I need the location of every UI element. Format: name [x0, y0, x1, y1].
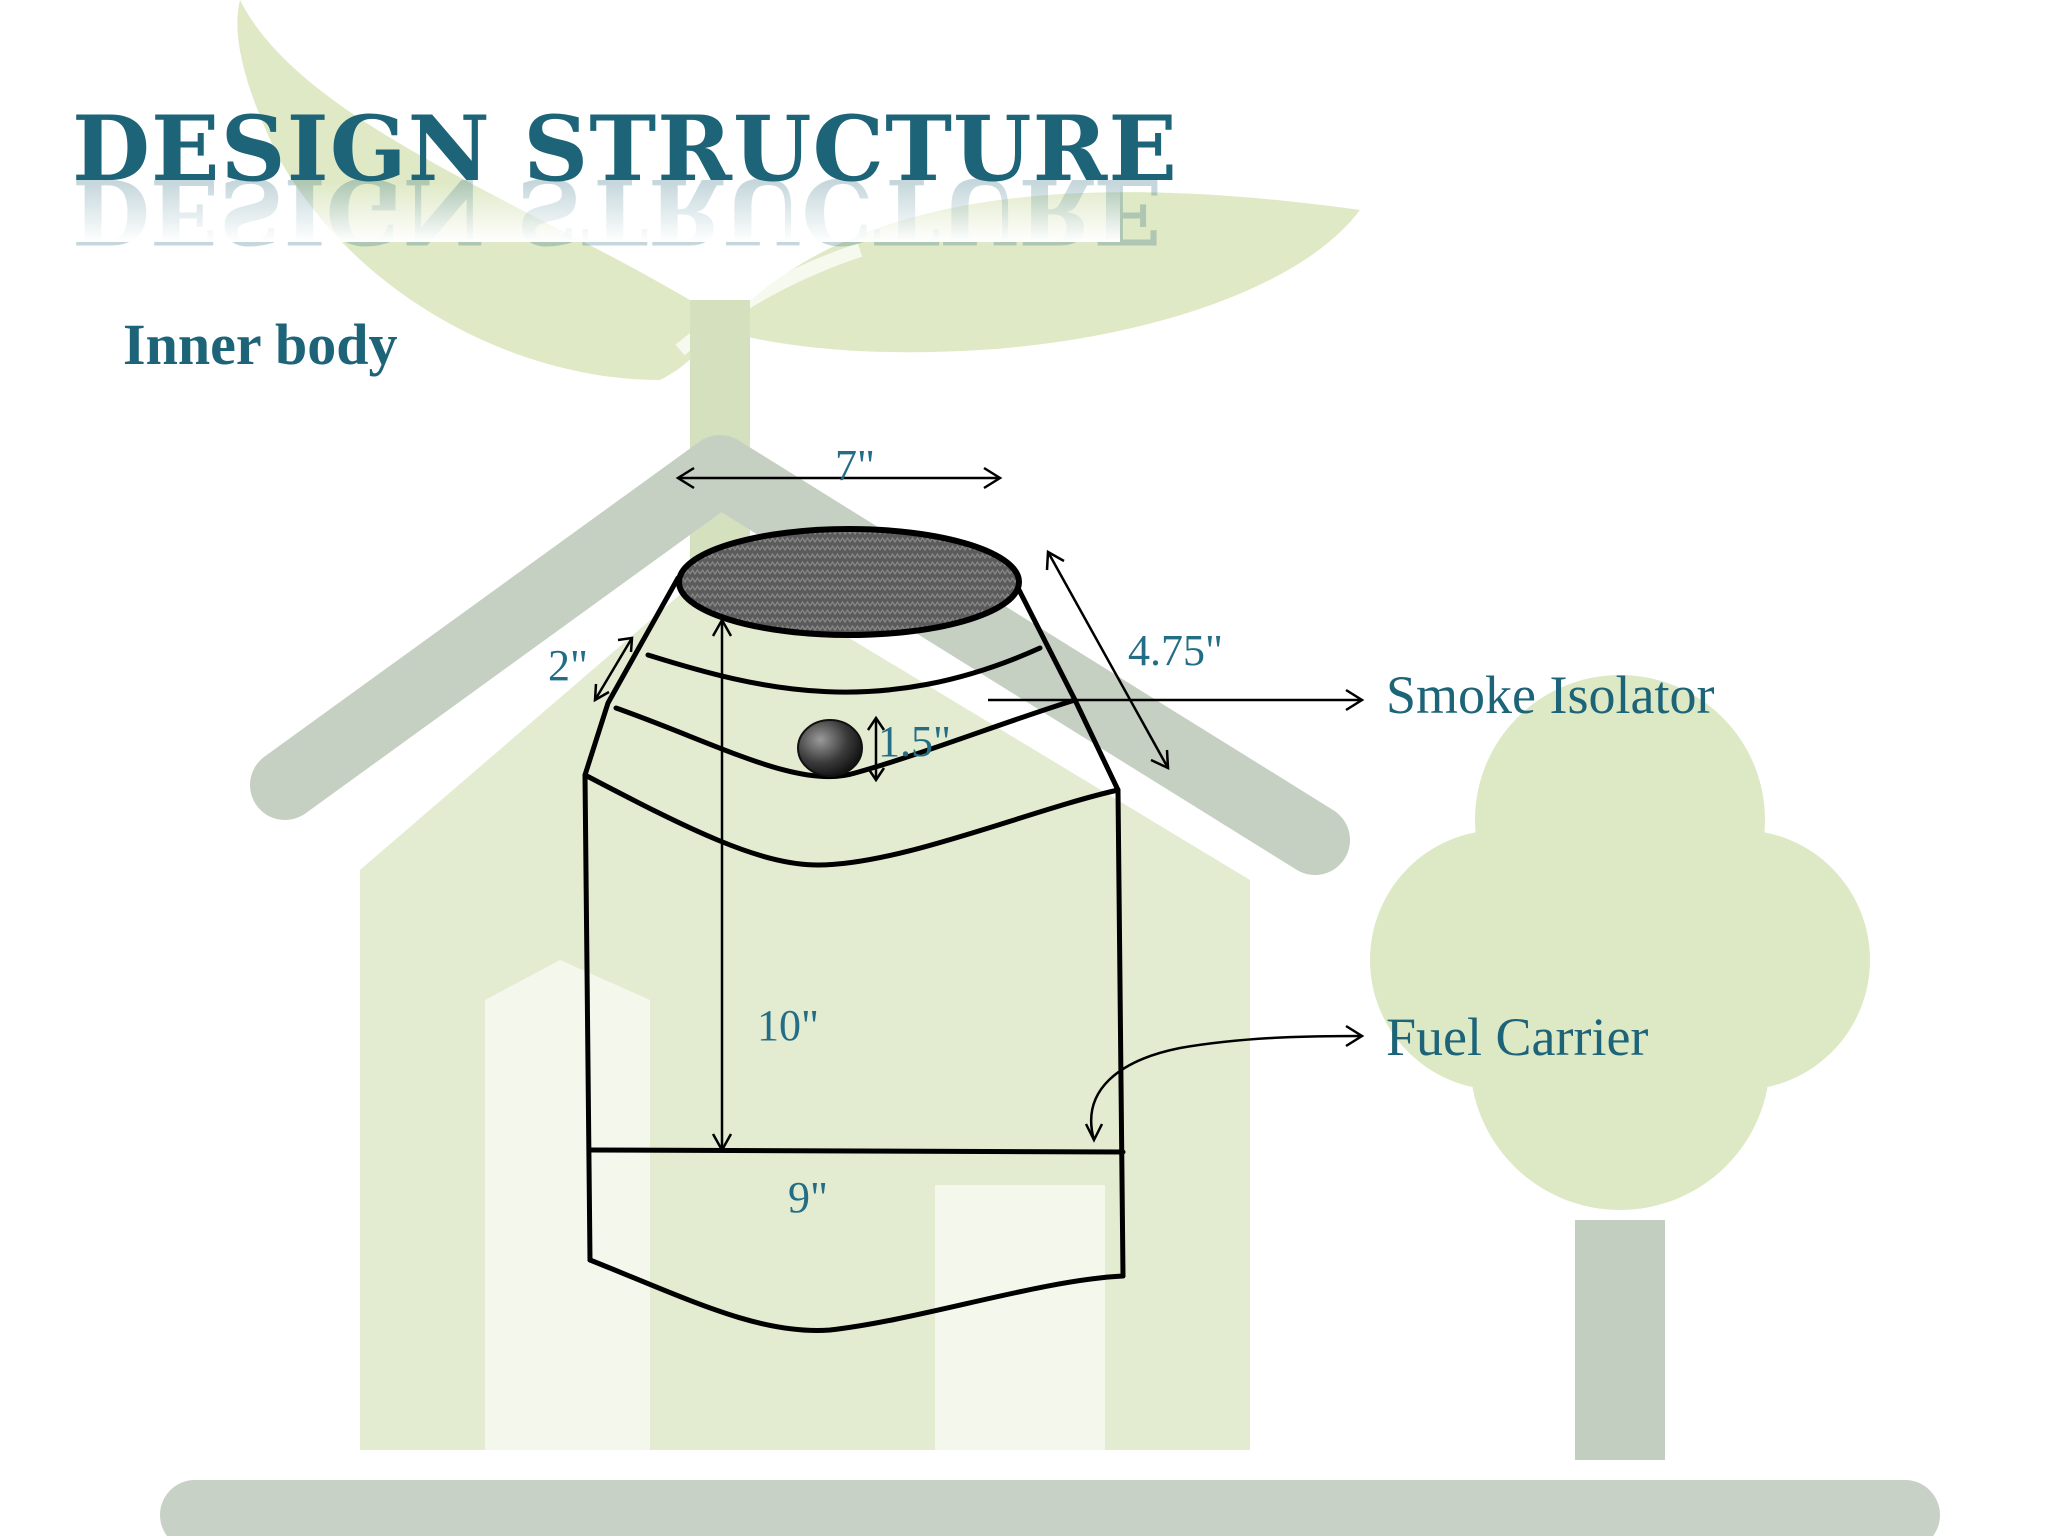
- roof-shape: [250, 435, 1350, 875]
- label-smoke-isolator: Smoke Isolator: [1386, 665, 1714, 725]
- background-art: [160, 0, 1940, 1536]
- top-band-lower: [613, 697, 1078, 780]
- dim-slant-height: 4.75": [1128, 626, 1223, 675]
- dim-total-height: 10": [757, 1001, 819, 1050]
- title-reflection: DESIGN STRUCTURE: [60, 158, 1162, 264]
- tree-shape: [1370, 675, 1870, 1460]
- label-fuel-carrier: Fuel Carrier: [1386, 1007, 1648, 1067]
- body-left-wall: [582, 772, 593, 1263]
- inner-body-diagram: [582, 526, 1126, 1333]
- ground-shape: [160, 1480, 1940, 1536]
- body-bottom-curve: [587, 1257, 1126, 1333]
- air-hole-knob: [797, 719, 863, 777]
- body-left-slant: [582, 575, 681, 778]
- dimension-arrows: [593, 466, 1365, 1153]
- slide-subtitle: Inner body: [123, 312, 398, 377]
- top-opening-mesh: [676, 526, 1022, 638]
- body-right-wall: [1115, 787, 1126, 1279]
- dim-base-width: 9": [788, 1173, 828, 1222]
- dim-band-height: 2": [548, 641, 588, 690]
- dim-top-width: 7": [835, 441, 875, 490]
- body-shoulder-curve: [582, 772, 1121, 868]
- dim-hole-size: 1.5": [878, 717, 951, 766]
- top-band-upper: [645, 645, 1043, 695]
- fuel-carrier-line: [587, 1147, 1126, 1155]
